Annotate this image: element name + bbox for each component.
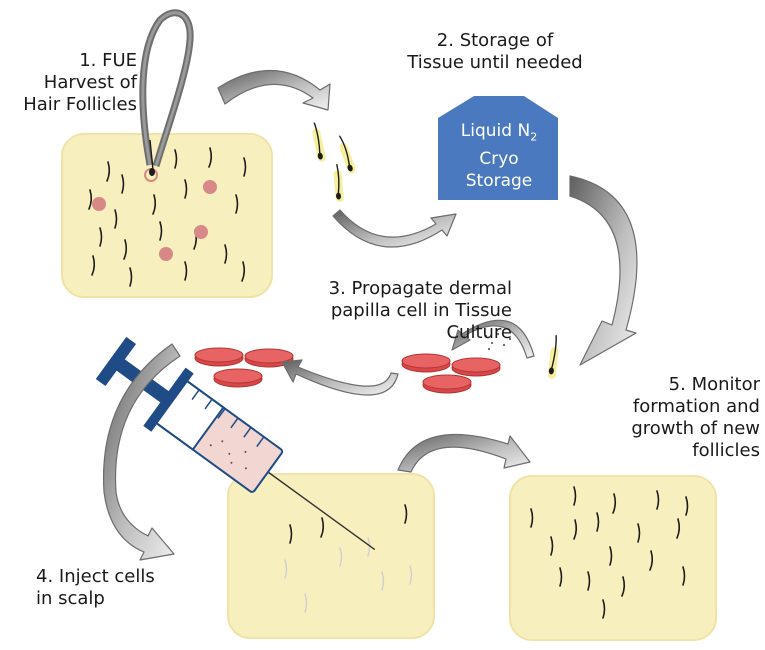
arrow-dishes-to-syringe [281,359,399,396]
new-follicle-hairs [530,486,689,619]
step-4-label: 4. Inject cells in scalp [36,566,186,610]
cryo-storage-tank [438,96,558,200]
cryo-line-1-text: Liquid N [460,121,531,141]
harvested-follicle-grafts [312,122,559,379]
extraction-site-dots [92,168,217,261]
petri-dishes [194,347,501,394]
arrow-harvest-to-storage [217,69,331,111]
step-1-label: 1. FUE Harvest of Hair Follicles [12,50,137,116]
step-5-label: 5. Monitor formation and growth of new f… [590,374,760,462]
step-5-line: 5. Monitor [668,374,760,395]
cryo-subscript: 2 [530,130,538,144]
cryo-line-1: Liquid N2 [442,120,556,148]
step-3-label: 3. Propagate dermal papilla cell in Tiss… [272,278,512,344]
step-1-line: Hair Follicles [23,94,137,115]
process-arrows [102,69,638,561]
arrow-inject-to-growth [397,433,531,473]
arrow-to-inject [102,343,181,561]
step-2-label: 2. Storage of Tissue until needed [395,30,595,74]
arrow-cells-to-dishes [451,319,535,359]
arrow-grafts-to-cryo [332,209,457,248]
scalp-new-growth-patch [509,475,717,641]
donor-hairs [88,147,247,287]
step-4-line: in scalp [36,588,105,609]
step-1-line: Harvest of [43,72,137,93]
step-5-line: growth of new [631,418,760,439]
step-5-line: formation and [632,396,760,417]
step-5-line: follicles [692,440,760,461]
dermal-papilla-cells [485,333,511,350]
cryo-line-2: Cryo [479,149,519,170]
step-3-line: Culture [446,322,512,343]
scalp-injection-patch [227,473,435,639]
step-2-line: 2. Storage of [436,30,554,51]
step-4-line: 4. Inject cells [36,566,155,587]
step-3-line: papilla cell in Tissue [330,300,512,321]
tweezers-icon [139,9,194,176]
step-3-line: 3. Propagate dermal [328,278,512,299]
step-1-line: 1. FUE [79,50,137,71]
injected-hairs [284,504,413,613]
arrow-cryo-to-culture [569,175,638,366]
step-2-line: Tissue until needed [407,52,583,73]
cryo-storage-label: Liquid N2 Cryo Storage [442,120,556,192]
cryo-line-3: Storage [465,171,533,192]
